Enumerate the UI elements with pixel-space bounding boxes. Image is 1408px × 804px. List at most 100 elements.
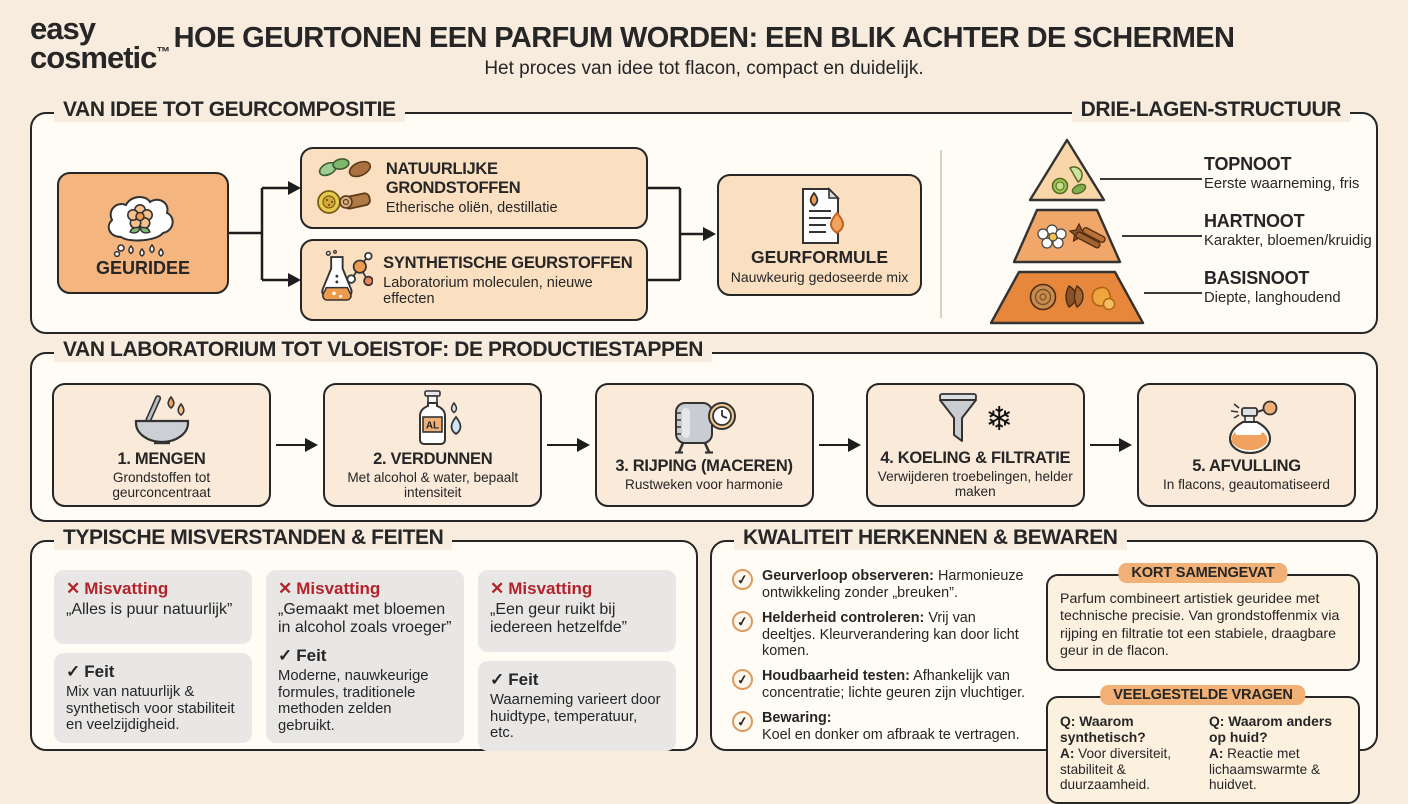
faq-item: Q: Waarom synthetisch? A: Voor diversite… [1060, 713, 1197, 793]
geuridee-label: GEURIDEE [95, 258, 191, 278]
checklist-lead: Helderheid controleren: [762, 609, 925, 626]
checklist-text: Afhankelijk van concentratie; lichte geu… [762, 668, 1026, 702]
page-title: HOE GEURTONEN EEN PARFUM WORDEN: EEN BLI… [173, 22, 1235, 54]
faq-question: Waarom synthetisch? [1060, 713, 1146, 746]
step4-title: 4. KOELING & FILTRATIE [880, 448, 1071, 467]
pyramid-title: DRIE-LAGEN-STRUCTUUR [1071, 98, 1350, 122]
faq-box: VEELGESTELDE VRAGEN Q: Waarom synthetisc… [1046, 685, 1360, 804]
check-circle-icon: ✓ [730, 567, 755, 592]
fact-text: Waarneming varieert door huidtype, tempe… [490, 692, 661, 742]
steps-row: 1. MENGEN Grondstoffen tot geurconcentra… [52, 383, 1356, 507]
step3-subtitle: Rustweken voor harmonie [625, 477, 783, 493]
quality-checklist: ✓ Geurverloop observeren: Harmonieuze on… [730, 567, 1032, 752]
panel-geurcompositie: VAN IDEE TOT GEURCOMPOSITIE DRIE-LAGEN-S… [30, 98, 1378, 334]
myth-card: ✕Misvatting „Alles is puur natuurlijk” [54, 570, 252, 644]
check-icon: ✓ [278, 646, 293, 666]
step5-subtitle: In flacons, geautomatiseerd [1162, 477, 1330, 493]
step-afvulling: 5. AFVULLING In flacons, geautomatiseerd [1137, 383, 1356, 507]
notes-column: KORT SAMENGEVAT Parfum combineert artist… [1046, 563, 1360, 804]
step3-title: 3. RIJPING (MACEREN) [615, 457, 793, 476]
step-rijping: 3. RIJPING (MACEREN) Rustweken voor harm… [594, 383, 814, 507]
myth-label: Misvatting [508, 579, 593, 598]
checklist-lead: Geurverloop observeren: [762, 568, 934, 584]
hartnoot-desc: Karakter, bloemen/kruidig [1204, 233, 1372, 249]
myth-column-1: ✕Misvatting „Alles is puur natuurlijk” ✓… [54, 570, 252, 743]
trademark-symbol: ™ [156, 44, 171, 61]
a-prefix: A: [1060, 746, 1075, 762]
checklist-lead: Bewaring: [762, 709, 832, 726]
checklist-item: ✓ Houdbaarheid testen: Afhankelijk van c… [730, 667, 1032, 702]
step1-title: 1. MENGEN [117, 449, 206, 468]
mixing-bowl-icon [134, 395, 189, 444]
natural-ingredients-box: NATUURLIJKE GRONDSTOFFEN Etherische olië… [300, 147, 648, 229]
panel-kwaliteit: KWALITEIT HERKENNEN & BEWAREN ✓ Geurverl… [710, 526, 1378, 804]
checklist-item: ✓ Geurverloop observeren: Harmonieuze on… [730, 567, 1032, 602]
step-arrow-3 [814, 438, 866, 452]
step-arrow-2 [542, 438, 594, 452]
checklist-lead: Houdbaarheid testen: [762, 668, 910, 685]
cross-icon: ✕ [490, 579, 505, 598]
panel-productiestappen: VAN LABORATORIUM TOT VLOEISTOF: DE PRODU… [30, 338, 1378, 522]
fact-text: Moderne, nauwkeurige formules, tradition… [278, 668, 429, 734]
q-prefix: Q: [1209, 713, 1225, 730]
hartnoot-label: HARTNOOT Karakter, bloemen/kruidig [1204, 211, 1399, 249]
perfume-atomizer-icon [1228, 400, 1277, 455]
alcohol-bottle-icon: AL [418, 389, 462, 445]
idea-cloud-flower-icon [107, 196, 174, 257]
myth-grid: ✕Misvatting „Alles is puur natuurlijk” ✓… [54, 570, 676, 751]
section1-divider [940, 150, 942, 318]
summary-badge: KORT SAMENGEVAT [1118, 563, 1288, 583]
synthetic-title: SYNTHETISCHE GEURSTOFFEN [383, 253, 633, 272]
step4-subtitle: Verwijderen troebelingen, helder maken [877, 468, 1073, 499]
pyramid-connector-base [1144, 292, 1202, 294]
topnoot-label: TOPNOOT Eerste waarneming, fris [1204, 154, 1399, 192]
checklist-text: Koel en donker om afbraak te vertragen. [762, 726, 1020, 743]
fact-card: ✓Feit Waarneming varieert door huidtype,… [478, 661, 676, 751]
myth-text: „Alles is puur natuurlijk” [66, 601, 233, 618]
summary-box: KORT SAMENGEVAT Parfum combineert artist… [1046, 563, 1360, 672]
step-verdunnen: AL 2. VERDUNNEN Met alcohol & water, bep… [323, 383, 543, 507]
synthetic-subtitle: Laboratorium moleculen, nieuwe effecten [383, 274, 593, 307]
fact-label: Feit [508, 670, 539, 689]
brand-line2: cosmetic [30, 40, 157, 76]
step1-subtitle: Grondstoffen tot geurconcentraat [112, 469, 211, 500]
synthetic-ingredients-box: SYNTHETISCHE GEURSTOFFEN Laboratorium mo… [300, 239, 648, 321]
myth-label: Misvatting [84, 579, 169, 598]
cross-icon: ✕ [278, 579, 293, 598]
section2-title: VAN LABORATORIUM TOT VLOEISTOF: DE PRODU… [54, 338, 712, 362]
step5-title: 5. AFVULLING [1192, 457, 1301, 476]
geurformule-box: GEURFORMULE Nauwkeurig gedoseerde mix [717, 174, 922, 296]
basisnoot-label: BASISNOOT Diepte, langhoudend [1204, 268, 1399, 306]
brand-logo: easy cosmetic™ [30, 11, 171, 76]
step2-subtitle: Met alcohol & water, bepaalt intensiteit [347, 469, 519, 500]
faq-item: Q: Waarom anders op huid? A: Reactie met… [1209, 713, 1346, 793]
snowflake-icon: ❄ [985, 400, 1014, 438]
fact-text: Mix van natuurlijk & synthetisch voor st… [66, 684, 235, 734]
myth-text: „Gemaakt met bloemen in alcohol zoals vr… [278, 601, 452, 636]
check-icon: ✓ [490, 670, 505, 689]
fact-label: Feit [296, 646, 327, 666]
step-koeling-filtratie: ❄ 4. KOELING & FILTRATIE Verwijderen tro… [865, 383, 1085, 507]
topnoot-desc: Eerste waarneming, fris [1204, 176, 1360, 192]
checklist-item: ✓ Helderheid controleren: Vrij van deelt… [730, 609, 1032, 661]
geuridee-box: GEURIDEE [57, 172, 229, 294]
topnoot-name: TOPNOOT [1204, 154, 1292, 174]
page-subtitle: Het proces van idee tot flacon, compact … [484, 58, 924, 79]
fact-label: Feit [84, 662, 115, 681]
myth-label: Misvatting [296, 579, 381, 598]
panel-misverstanden: TYPISCHE MISVERSTANDEN & FEITEN ✕Misvatt… [30, 526, 698, 751]
brand-line1: easy [30, 11, 96, 46]
myth-column-3: ✕Misvatting „Een geur ruikt bij iedereen… [478, 570, 676, 751]
maceration-tank-clock-icon [675, 402, 736, 454]
step-mengen: 1. MENGEN Grondstoffen tot geurconcentra… [52, 383, 271, 507]
section1-title: VAN IDEE TOT GEURCOMPOSITIE [54, 98, 405, 122]
faq-badge: VEELGESTELDE VRAGEN [1100, 685, 1306, 706]
flow-connectors [229, 181, 716, 287]
section3-title: TYPISCHE MISVERSTANDEN & FEITEN [54, 526, 453, 550]
checklist-text: Vrij van deeltjes. Kleurverandering kan … [762, 609, 1019, 660]
pyramid-connector-mid [1122, 235, 1202, 237]
formula-subtitle: Nauwkeurig gedoseerde mix [730, 269, 909, 285]
natural-subtitle: Etherische oliën, destillatie [385, 200, 558, 216]
myth-card: ✕Misvatting „Een geur ruikt bij iedereen… [478, 570, 676, 652]
summary-text: Parfum combineert artistiek geuridee met… [1060, 591, 1340, 659]
